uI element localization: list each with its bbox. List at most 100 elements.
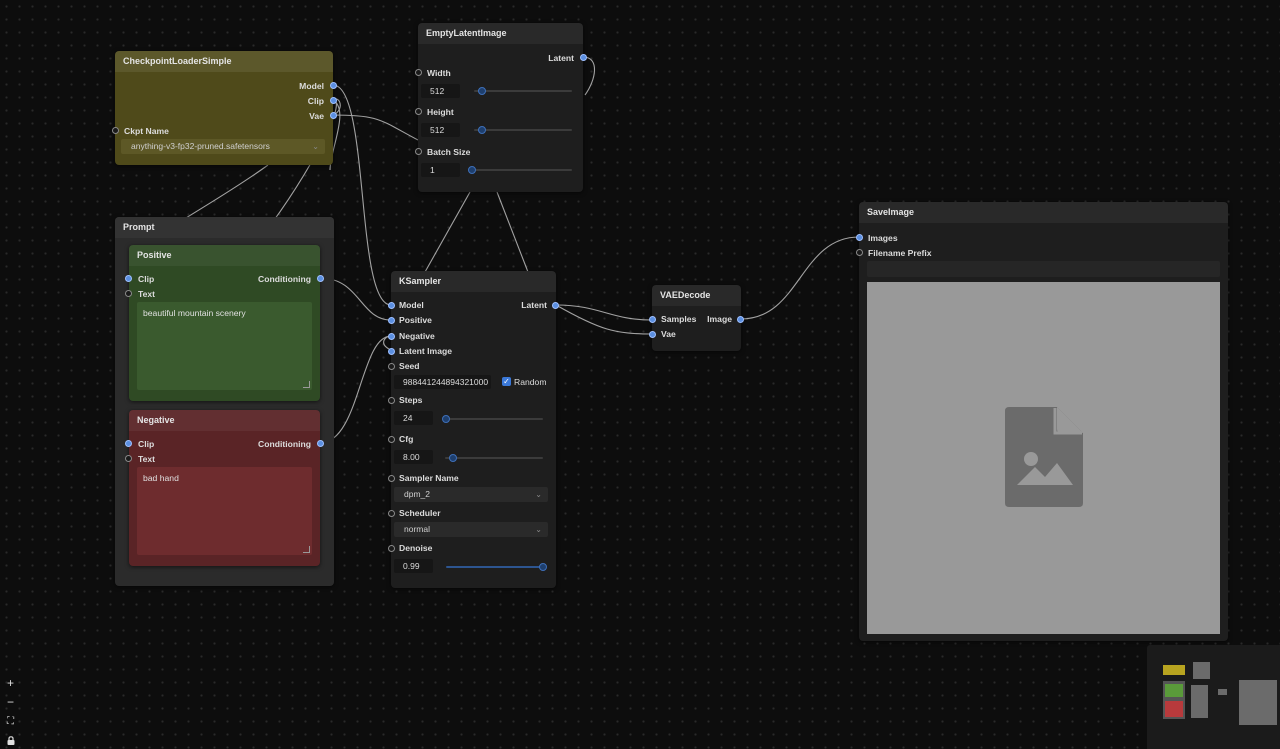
checkmark-icon: ✓: [503, 377, 510, 386]
link-empty-to-ksampler-c: [496, 191, 529, 273]
positive-conditioning-socket[interactable]: [317, 275, 324, 282]
empty-latent-node[interactable]: EmptyLatentImage Latent Width 512 Height…: [418, 23, 583, 192]
steps-input[interactable]: 24: [394, 411, 433, 425]
negative-clip-socket[interactable]: [125, 440, 132, 447]
width-input[interactable]: 512: [421, 84, 460, 98]
width-slider-track[interactable]: [474, 90, 572, 92]
link-model-ksampler: [332, 84, 392, 306]
steps-socket[interactable]: [388, 397, 395, 404]
batch-slider-thumb[interactable]: [468, 166, 476, 174]
positive-conditioning-label: Conditioning: [258, 274, 311, 284]
link-empty-to-ksampler-b: [424, 191, 471, 273]
negative-conditioning-label: Conditioning: [258, 439, 311, 449]
scheduler-select[interactable]: normal ⌄: [394, 522, 548, 537]
negative-text-socket[interactable]: [125, 455, 132, 462]
scheduler-socket[interactable]: [388, 510, 395, 517]
vaedecode-title: VAEDecode: [652, 285, 741, 306]
filename-prefix-input[interactable]: [867, 261, 1220, 277]
ksampler-latent-image-label: Latent Image: [399, 346, 453, 356]
batch-size-socket[interactable]: [415, 148, 422, 155]
fit-view-button[interactable]: ⛶: [7, 716, 14, 727]
ksampler-model-socket[interactable]: [388, 302, 395, 309]
ksampler-title: KSampler: [391, 271, 556, 292]
minimap-empty-latent: [1193, 662, 1210, 679]
ckpt-name-label: Ckpt Name: [124, 126, 169, 136]
minimap-negative: [1165, 701, 1183, 717]
vaedecode-node[interactable]: VAEDecode Samples Image Vae: [652, 285, 741, 351]
vae-input-socket[interactable]: [649, 331, 656, 338]
negative-conditioning-socket[interactable]: [317, 440, 324, 447]
lock-icon: [7, 736, 14, 745]
height-input[interactable]: 512: [421, 123, 460, 137]
seed-input[interactable]: 988441244894321000: [394, 375, 491, 389]
seed-socket[interactable]: [388, 363, 395, 370]
cfg-slider-thumb[interactable]: [449, 454, 457, 462]
batch-size-label: Batch Size: [427, 147, 471, 157]
ksampler-latent-output-socket[interactable]: [552, 302, 559, 309]
ksampler-negative-socket[interactable]: [388, 333, 395, 340]
negative-text-label: Text: [138, 454, 156, 464]
ksampler-node[interactable]: KSampler Model Latent Positive Negative …: [391, 271, 556, 588]
batch-slider-track[interactable]: [468, 169, 572, 171]
ckpt-name-select[interactable]: anything-v3-fp32-pruned.safetensors ⌄: [121, 139, 325, 154]
steps-slider-thumb[interactable]: [442, 415, 450, 423]
cfg-input[interactable]: 8.00: [394, 450, 433, 464]
link-vae-vaedecode2: [555, 304, 653, 335]
positive-text-input[interactable]: beautiful mountain scenery: [137, 302, 312, 390]
negative-text-input[interactable]: bad hand: [137, 467, 312, 555]
random-checkbox[interactable]: ✓: [502, 377, 511, 386]
prompt-group-title: Prompt: [115, 217, 334, 238]
ksampler-positive-socket[interactable]: [388, 317, 395, 324]
positive-clip-socket[interactable]: [125, 275, 132, 282]
minimap-ksampler: [1191, 685, 1208, 718]
width-slider-thumb[interactable]: [478, 87, 486, 95]
denoise-socket[interactable]: [388, 545, 395, 552]
minimap-vaedecode: [1218, 689, 1227, 695]
image-preview: [867, 282, 1220, 634]
output-model-socket[interactable]: [330, 82, 337, 89]
minimap[interactable]: [1147, 645, 1280, 749]
negative-text-value: bad hand: [143, 473, 179, 483]
lock-button[interactable]: [3, 733, 18, 748]
cfg-socket[interactable]: [388, 436, 395, 443]
link-ksampler-vaedecode: [555, 304, 653, 321]
positive-node[interactable]: Positive Clip Conditioning Text beautifu…: [129, 245, 320, 401]
zoom-in-button[interactable]: +: [6, 676, 14, 690]
images-socket[interactable]: [856, 234, 863, 241]
denoise-label: Denoise: [399, 543, 433, 553]
resize-grip-icon[interactable]: [303, 546, 310, 553]
denoise-input[interactable]: 0.99: [394, 559, 433, 573]
negative-node[interactable]: Negative Clip Conditioning Text bad hand: [129, 410, 320, 566]
steps-slider-track[interactable]: [445, 418, 543, 420]
sampler-name-socket[interactable]: [388, 475, 395, 482]
positive-text-socket[interactable]: [125, 290, 132, 297]
width-socket[interactable]: [415, 69, 422, 76]
denoise-slider-track[interactable]: [446, 566, 544, 568]
output-latent-socket[interactable]: [580, 54, 587, 61]
ckpt-name-socket[interactable]: [112, 127, 119, 134]
checkpoint-loader-node[interactable]: CheckpointLoaderSimple Model Clip Vae Ck…: [115, 51, 333, 165]
filename-prefix-socket[interactable]: [856, 249, 863, 256]
height-socket[interactable]: [415, 108, 422, 115]
filename-prefix-label: Filename Prefix: [868, 248, 932, 258]
positive-clip-label: Clip: [138, 274, 155, 284]
saveimage-node[interactable]: SaveImage Images Filename Prefix: [859, 202, 1228, 641]
zoom-out-button[interactable]: −: [6, 695, 14, 709]
sampler-name-select[interactable]: dpm_2 ⌄: [394, 487, 548, 502]
cfg-slider-track[interactable]: [445, 457, 543, 459]
resize-grip-icon[interactable]: [303, 381, 310, 388]
denoise-slider-thumb[interactable]: [539, 563, 547, 571]
samples-socket[interactable]: [649, 316, 656, 323]
image-output-socket[interactable]: [737, 316, 744, 323]
ksampler-latent-image-socket[interactable]: [388, 348, 395, 355]
batch-size-input[interactable]: 1: [421, 163, 460, 177]
output-clip-socket[interactable]: [330, 97, 337, 104]
height-slider-thumb[interactable]: [478, 126, 486, 134]
positive-title: Positive: [129, 245, 320, 266]
link-vae-vaedecode: [332, 114, 419, 141]
negative-clip-label: Clip: [138, 439, 155, 449]
height-slider-track[interactable]: [474, 129, 572, 131]
output-vae-socket[interactable]: [330, 112, 337, 119]
chevron-down-icon: ⌄: [312, 142, 319, 151]
ckpt-name-value: anything-v3-fp32-pruned.safetensors: [131, 141, 270, 151]
